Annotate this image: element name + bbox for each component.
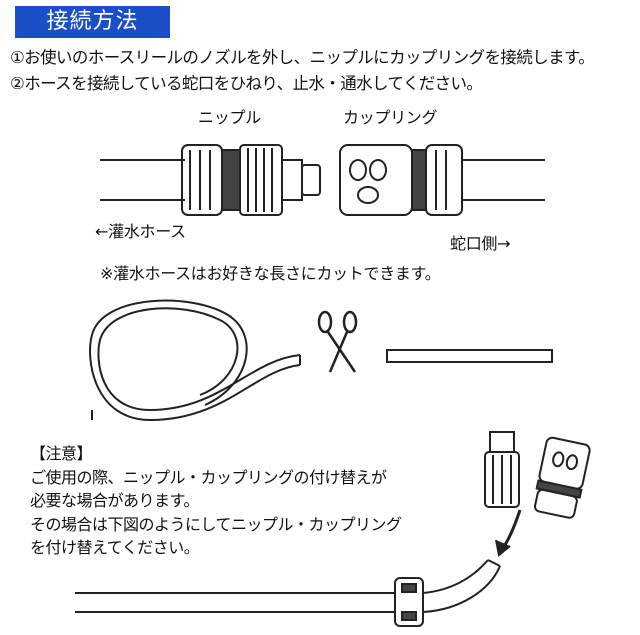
faucet-side-label: 蛇口側→ [450, 234, 511, 253]
caution-line: 必要な場合があります。 [30, 491, 199, 510]
step-2-text: ②ホースを接続している蛇口をひねり、止水・通水してください。 [10, 74, 483, 93]
section-title: 接続方法 [15, 6, 170, 38]
step-1-text: ①お使いのホースリールのノズルを外し、ニップルにカップリングを接続します。 [10, 48, 595, 67]
nipple-coupling-swap-illustration [75, 431, 591, 627]
caution-line: ご使用の際、ニップル・カップリングの付け替えが [30, 467, 387, 487]
hose-label: ←灌水ホース [95, 222, 186, 241]
cut-note: ※灌水ホースはお好きな長さにカットできます。 [100, 264, 441, 283]
hose-connection-illustration [100, 144, 545, 216]
coiled-hose-illustration [89, 299, 301, 422]
caution-line: を付け替えてください。 [30, 538, 200, 557]
coupling-label: カップリング [343, 108, 438, 127]
cut-hose-segment [386, 349, 553, 363]
caution-line: その場合は下図のようにしてニップル・カップリング [30, 514, 402, 534]
scissors-icon [317, 310, 358, 373]
caution-block: 【注意】 ご使用の際、ニップル・カップリングの付け替えが 必要な場合があります。… [30, 442, 402, 560]
caution-heading: 【注意】 [30, 444, 93, 463]
nipple-label: ニップル [198, 108, 261, 127]
